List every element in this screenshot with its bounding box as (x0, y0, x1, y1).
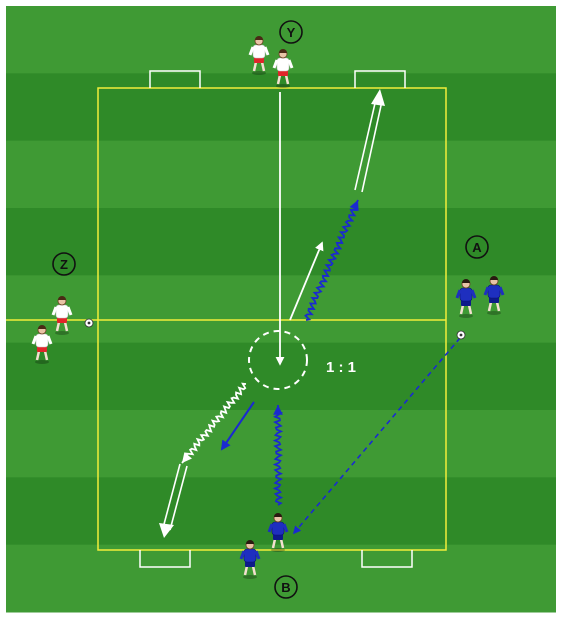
pitch-stripe (6, 141, 556, 209)
pitch-stripe (6, 275, 556, 343)
pitch-stripe (6, 410, 556, 478)
pitch-stripes (6, 6, 556, 613)
ball-icon (85, 319, 93, 327)
pitch-stripe (6, 73, 556, 141)
pitch-stripe (6, 343, 556, 411)
svg-text:B: B (281, 580, 290, 595)
svg-text:Z: Z (60, 257, 68, 272)
scenario-label: 1 : 1 (326, 359, 356, 376)
svg-text:A: A (472, 240, 482, 255)
ball-icon (457, 331, 465, 339)
pitch-stripe (6, 545, 556, 613)
svg-text:Y: Y (287, 25, 296, 40)
